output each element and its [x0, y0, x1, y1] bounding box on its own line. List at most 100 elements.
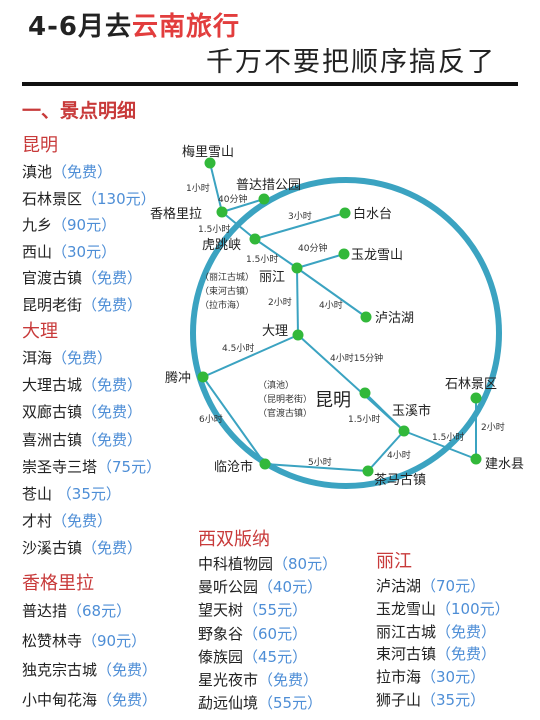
edge-label-dl-tc: 4.5小时	[222, 342, 254, 354]
item-name: 九乡	[22, 216, 53, 235]
edge-labels: 1小时 40分钟 1.5小时 3小时 1.5小时 40分钟 2小时 4小时 4.…	[186, 182, 505, 468]
item-price: （40元）	[258, 578, 323, 597]
item-name: 望天树	[198, 601, 244, 620]
item-name: 普达措	[22, 602, 68, 620]
title-highlight: 云南旅行	[131, 12, 240, 42]
edge-label-yx-js: 1.5小时	[432, 431, 464, 443]
item-name: 崇圣寺三塔	[22, 457, 98, 476]
label-yulong: 玉龙雪山	[351, 248, 403, 263]
item-price: （免费）	[97, 690, 158, 709]
edge-htx-lj	[254, 238, 298, 269]
note-kunming-1: （滇池）	[258, 379, 294, 391]
list-item: 拉市海（30元）	[376, 666, 510, 689]
edge-label-dl-yx: 4小时15分钟	[330, 352, 383, 364]
item-name: 小中甸花海	[22, 690, 98, 709]
list-item: 松赞林寺（90元）	[22, 627, 157, 657]
item-name: 滇池	[22, 163, 53, 181]
list-item: 狮子山（35元）	[376, 689, 510, 712]
edge-yx-km	[364, 392, 405, 432]
edge-label-htx-lj: 1.5小时	[246, 253, 278, 265]
node-jianshui	[470, 453, 482, 465]
item-name: 昆明老街	[22, 295, 83, 314]
list-lijiang: 丽江泸沽湖（70元）玉龙雪山（100元）丽江古城（免费）束河古镇（免费）拉市海（…	[376, 550, 510, 712]
list-item: 沙溪古镇（免费）	[22, 535, 161, 562]
list-item: 大理古城（免费）	[22, 372, 161, 399]
list-item: 小中甸花海（免费）	[22, 686, 157, 716]
edge-label-pdc-xgll: 40分钟	[218, 193, 247, 205]
node-dali	[292, 329, 304, 341]
label-jianshui: 建水县	[485, 457, 524, 472]
item-name: 石林景区	[22, 189, 83, 208]
item-price: （30元）	[52, 242, 117, 261]
node-lincang	[259, 458, 271, 470]
section-heading: 一、景点明细	[22, 100, 137, 122]
item-price: （免费）	[52, 512, 113, 531]
node-lijiang	[291, 262, 303, 274]
list-item: 普达措（68元）	[22, 597, 157, 627]
item-name: 曼听公园	[198, 578, 259, 597]
edge-label-yx-km: 1.5小时	[348, 413, 380, 425]
edge-label-tc-lc: 6小时	[199, 413, 223, 425]
node-luguhu	[360, 311, 372, 323]
item-price: （免费）	[52, 349, 113, 367]
list-item: 独克宗古城（免费）	[22, 656, 157, 686]
note-lijiang-3: （拉市海）	[200, 299, 245, 311]
list-header: 西双版纳	[198, 529, 270, 550]
node-xianggelila	[216, 206, 228, 218]
edge-lc-cm	[264, 463, 369, 472]
item-price: （80元）	[273, 555, 338, 573]
label-xianggelila: 香格里拉	[150, 206, 202, 222]
label-lincang: 临沧市	[214, 459, 253, 475]
item-name: 丽江古城	[376, 622, 437, 641]
list-item: 曼听公园（40元）	[198, 576, 337, 599]
item-name: 玉龙雪山	[376, 599, 437, 618]
list-dali: 大理洱海（免费）大理古城（免费）双廊古镇（免费）喜洲古镇（免费）崇圣寺三塔（75…	[22, 320, 161, 563]
item-name: 沙溪古镇	[22, 539, 83, 558]
edge-label-xgll-htx: 1.5小时	[198, 223, 230, 235]
list-item: 滇池（免费）	[22, 159, 156, 186]
node-pudacuo	[258, 193, 270, 205]
item-price: （免费）	[82, 539, 143, 558]
list-item: 野象谷（60元）	[198, 623, 337, 646]
item-name: 苍山	[22, 484, 53, 503]
item-price: （30元）	[421, 668, 486, 687]
list-item: 束河古镇（免费）	[376, 643, 510, 666]
label-shilin: 石林景区	[445, 377, 497, 392]
item-name: 喜洲古镇	[22, 430, 83, 449]
node-yuxi	[398, 425, 410, 437]
label-baishuitai: 白水台	[353, 206, 392, 222]
node-meili	[204, 157, 216, 169]
item-price: （免费）	[97, 661, 158, 679]
label-hutiaoxia: 虎跳峡	[202, 238, 241, 253]
item-name: 洱海	[22, 349, 53, 367]
edge-pdc-xgll	[221, 198, 265, 213]
item-price: （免费）	[436, 645, 497, 664]
list-item: 西山（30元）	[22, 239, 156, 266]
lijiang-notes: （丽江古城） （束河古镇） （拉市海）	[200, 271, 254, 311]
item-price: （免费）	[436, 622, 497, 641]
edge-label-lj-dl: 2小时	[268, 296, 292, 308]
item-price: （免费）	[82, 295, 143, 314]
edge-lj-yl	[296, 253, 345, 269]
edge-label-lj-yl: 40分钟	[298, 242, 327, 254]
note-kunming-3: （官渡古镇）	[258, 407, 312, 419]
item-price: （68元）	[67, 602, 132, 620]
list-item: 星光夜市（免费）	[198, 669, 337, 692]
item-name: 中科植物园	[198, 555, 274, 573]
route-circle	[190, 177, 502, 489]
item-name: 官渡古镇	[22, 269, 83, 288]
item-name: 狮子山	[376, 690, 422, 709]
list-header: 丽江	[376, 551, 412, 572]
node-baishuitai	[339, 207, 351, 219]
kunming-notes: （滇池） （昆明老街） （官渡古镇）	[258, 379, 312, 419]
item-name: 才村	[22, 512, 53, 531]
list-header: 大理	[22, 321, 58, 342]
item-name: 拉市海	[376, 668, 422, 687]
item-price: （100元）	[436, 599, 510, 618]
edge-label-htx-bst: 3小时	[288, 210, 312, 222]
list-item: 昆明老街（免费）	[22, 292, 156, 319]
node-yulong	[338, 248, 350, 260]
item-price: （免费）	[82, 376, 143, 395]
list-item: 玉龙雪山（100元）	[376, 598, 510, 621]
